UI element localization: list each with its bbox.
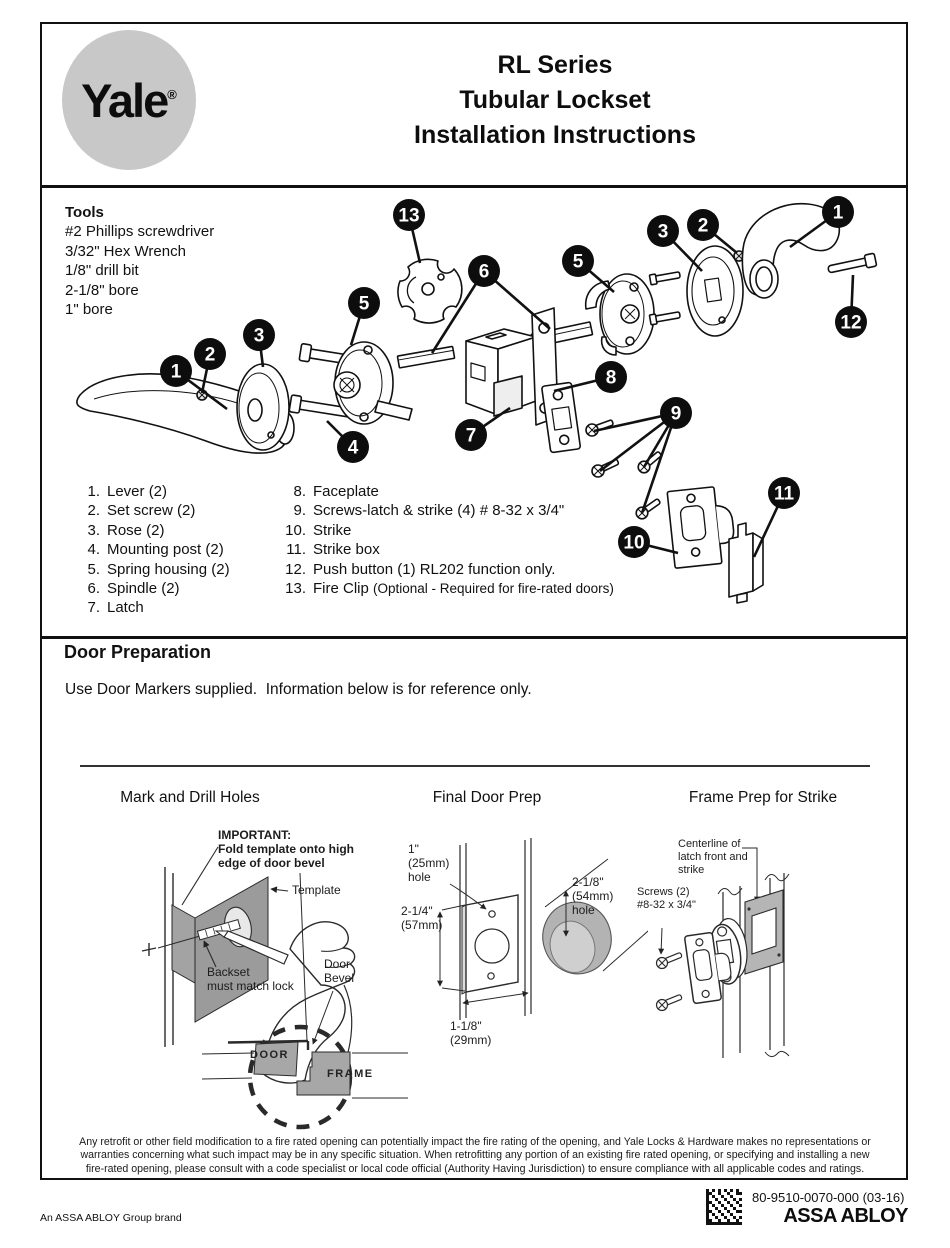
svg-text:7: 7	[466, 426, 477, 447]
registered-mark: ®	[167, 86, 177, 102]
svg-text:2: 2	[698, 216, 709, 237]
parts-list-col1: 1.Lever (2) 2.Set screw (2) 3.Rose (2) 4…	[80, 482, 230, 618]
svg-text:5: 5	[359, 294, 370, 315]
label-1-1-8: 1-1/8" (29mm)	[450, 1019, 492, 1047]
tools-heading: Tools	[65, 204, 104, 221]
part-item: 2.Set screw (2)	[87, 502, 196, 520]
column-heading-mark-drill: Mark and Drill Holes	[120, 789, 260, 806]
part-callout-1: 1	[822, 196, 854, 228]
part-item: 9.Screws-latch & strike (4) # 8-32 x 3/4…	[293, 502, 565, 520]
part-callout-13: 13	[393, 199, 425, 231]
header-divider	[40, 185, 908, 188]
svg-text:9: 9	[671, 404, 682, 425]
mark-and-drill-diagram	[141, 846, 408, 1130]
column-heading-final-door-prep: Final Door Prep	[432, 789, 542, 806]
part-item: 8.Faceplate	[293, 483, 379, 500]
svg-text:1: 1	[833, 203, 844, 224]
page-border	[40, 22, 908, 1180]
parts-list-col2: 8.Faceplate 9.Screws-latch & strike (4) …	[278, 482, 614, 598]
part-item: 13.Fire Clip (Optional - Required for fi…	[285, 580, 614, 598]
part-callout-4: 4	[337, 431, 369, 463]
column-heading-frame-prep: Frame Prep for Strike	[688, 789, 838, 806]
svg-text:8: 8	[606, 368, 617, 389]
svg-text:1: 1	[171, 362, 182, 383]
label-template: Template	[292, 883, 341, 897]
part-item: 3.Rose (2)	[87, 521, 165, 539]
part-item: 4.Mounting post (2)	[87, 541, 224, 559]
yale-logo: Yale®	[62, 30, 196, 170]
part-item: 1.Lever (2)	[87, 483, 168, 500]
part-item: 5.Spring housing (2)	[87, 560, 230, 578]
door-preparation-intro: Use Door Markers supplied. Information b…	[65, 681, 532, 698]
final-door-prep-diagram	[437, 838, 648, 1020]
tool-item: 1" bore	[65, 301, 113, 319]
part-item: 10.Strike	[285, 521, 352, 539]
label-2-1-4: 2-1/4" (57mm)	[401, 904, 443, 932]
svg-text:2: 2	[205, 345, 216, 366]
part-callout-3: 3	[647, 215, 679, 247]
title-line-1: RL Series	[497, 51, 613, 79]
datamatrix-code	[706, 1189, 742, 1225]
part-item: 12.Push button (1) RL202 function only.	[285, 560, 556, 578]
part-callout-9: 9	[660, 397, 692, 429]
label-important: IMPORTANT:Fold template onto high edge o…	[218, 828, 354, 870]
part-item: 7.Latch	[87, 599, 144, 617]
part-item: 11.Strike box	[286, 541, 380, 559]
tool-item: #2 Phillips screwdriver	[65, 223, 215, 241]
svg-text:5: 5	[573, 252, 584, 273]
fire-rating-disclaimer: Any retrofit or other field modification…	[79, 1136, 871, 1175]
part-callout-7: 7	[455, 419, 487, 451]
part-callout-6: 6	[468, 255, 500, 287]
tool-item: 2-1/8" bore	[65, 281, 139, 299]
label-screws-2: Screws (2) #8-32 x 3/4"	[637, 886, 696, 911]
part-callout-8: 8	[595, 361, 627, 393]
part-callout-11: 11	[768, 477, 800, 509]
part-callout-2: 2	[194, 338, 226, 370]
assa-abloy-logo: ASSA ABLOY	[783, 1205, 908, 1227]
page-title: RL Series Tubular Lockset Installation I…	[240, 48, 870, 153]
yale-logo-text: Yale®	[81, 73, 177, 127]
part-item: 6.Spindle (2)	[87, 580, 180, 598]
part-callout-3: 3	[243, 319, 275, 351]
door-preparation-heading: Door Preparation	[64, 642, 212, 662]
svg-text:13: 13	[398, 206, 419, 227]
svg-text:10: 10	[623, 533, 644, 554]
tool-item: 1/8" drill bit	[65, 262, 139, 280]
tools-list: Tools #2 Phillips screwdriver 3/32" Hex …	[65, 203, 214, 319]
svg-text:12: 12	[840, 313, 861, 334]
svg-text:6: 6	[479, 262, 490, 283]
svg-text:4: 4	[348, 438, 359, 459]
part-callout-10: 10	[618, 526, 650, 558]
frame-prep-diagram	[655, 847, 790, 1058]
part-callout-2: 2	[687, 209, 719, 241]
door-prep-rule	[80, 765, 870, 767]
assa-abloy-brand-line: An ASSA ABLOY Group brand	[40, 1212, 182, 1224]
part-callout-5: 5	[348, 287, 380, 319]
label-door-bevel: Door Bevel	[324, 957, 355, 985]
label-1-inch-hole: 1" (25mm) hole	[408, 842, 450, 884]
label-door: DOOR	[250, 1049, 289, 1061]
part-callout-5: 5	[562, 245, 594, 277]
svg-text:3: 3	[658, 222, 669, 243]
label-centerline: Centerline of latch front and strike	[678, 838, 748, 876]
title-line-3: Installation Instructions	[414, 121, 696, 149]
label-frame: FRAME	[327, 1068, 374, 1080]
tool-item: 3/32" Hex Wrench	[65, 242, 186, 260]
part-callout-1: 1	[160, 355, 192, 387]
label-backset: Backset must match lock	[207, 965, 294, 993]
part-number: 80-9510-0070-000 (03-16)	[752, 1190, 905, 1205]
svg-text:11: 11	[774, 484, 795, 505]
svg-text:3: 3	[254, 326, 265, 347]
label-2-1-8-hole: 2-1/8" (54mm) hole	[572, 875, 614, 917]
part-callout-12: 12	[835, 306, 867, 338]
section-divider	[40, 636, 908, 639]
title-line-2: Tubular Lockset	[459, 86, 651, 114]
